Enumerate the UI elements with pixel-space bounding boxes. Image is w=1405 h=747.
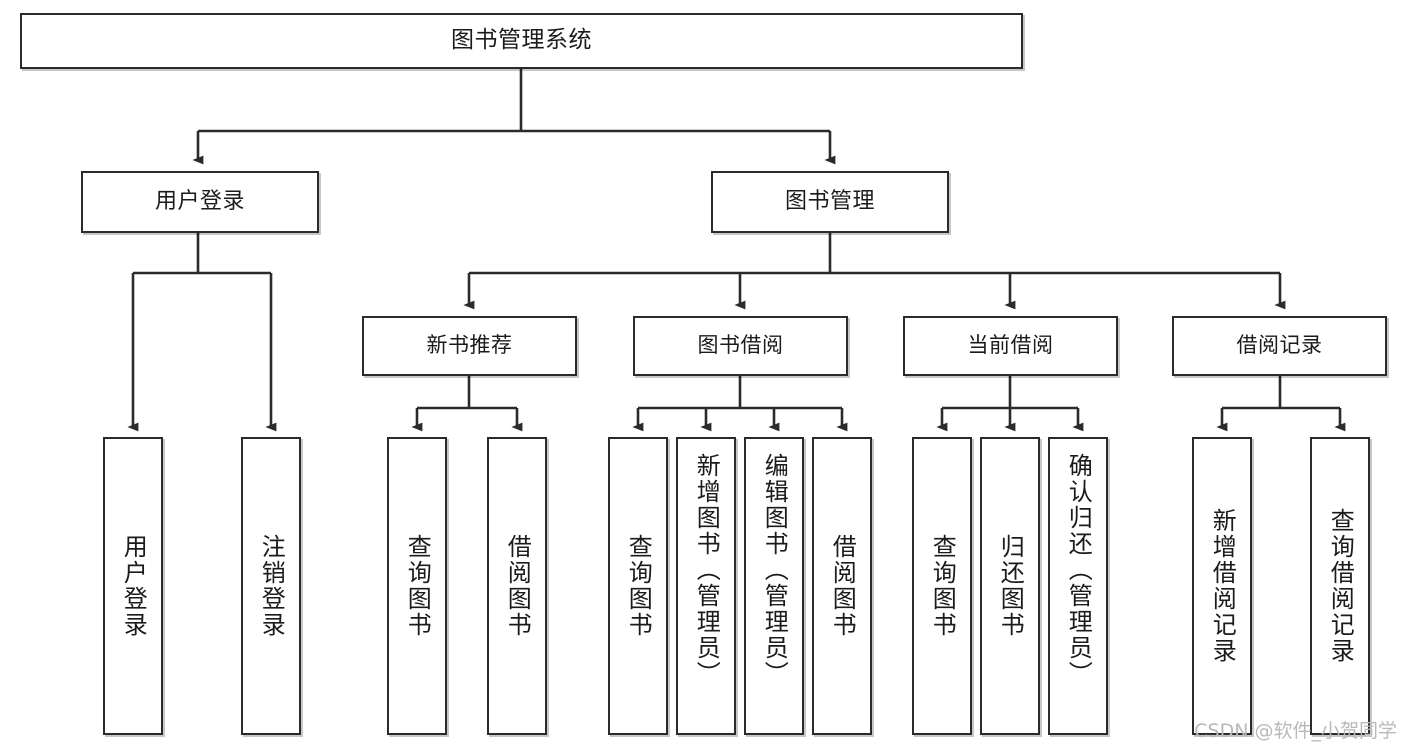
node-book-management[interactable]: 图书管理 xyxy=(711,171,949,233)
node-user-login-label: 用户登录 xyxy=(154,188,245,214)
node-book-borrow-label: 图书借阅 xyxy=(697,333,784,358)
node-leaf-edit-book[interactable]: 编辑图书（管理员） xyxy=(744,437,804,735)
node-leaf-user-login[interactable]: 用户登录 xyxy=(103,437,163,735)
node-borrow-record[interactable]: 借阅记录 xyxy=(1172,316,1387,376)
node-leaf-borrow-book-1-label: 借阅图书 xyxy=(503,534,532,638)
node-root-label: 图书管理系统 xyxy=(451,27,592,54)
node-leaf-query-book-1-label: 查询图书 xyxy=(403,534,432,638)
node-leaf-logout-label: 注销登录 xyxy=(257,534,286,638)
node-leaf-confirm-return-label: 确认归还（管理员） xyxy=(1064,453,1093,687)
node-leaf-confirm-return[interactable]: 确认归还（管理员） xyxy=(1048,437,1108,735)
node-leaf-user-login-label: 用户登录 xyxy=(119,534,148,638)
node-leaf-add-record[interactable]: 新增借阅记录 xyxy=(1192,437,1252,735)
node-leaf-borrow-book-2[interactable]: 借阅图书 xyxy=(812,437,872,735)
node-root[interactable]: 图书管理系统 xyxy=(20,13,1023,69)
node-leaf-return-book[interactable]: 归还图书 xyxy=(980,437,1040,735)
node-leaf-query-book-2-label: 查询图书 xyxy=(624,534,653,638)
node-leaf-add-record-label: 新增借阅记录 xyxy=(1208,508,1237,664)
node-book-management-label: 图书管理 xyxy=(784,188,875,214)
node-leaf-query-book-2[interactable]: 查询图书 xyxy=(608,437,668,735)
node-borrow-record-label: 借阅记录 xyxy=(1236,333,1323,358)
node-leaf-borrow-book-2-label: 借阅图书 xyxy=(828,534,857,638)
node-leaf-borrow-book-1[interactable]: 借阅图书 xyxy=(487,437,547,735)
node-leaf-return-book-label: 归还图书 xyxy=(996,534,1025,638)
node-leaf-logout[interactable]: 注销登录 xyxy=(241,437,301,735)
node-leaf-query-book-1[interactable]: 查询图书 xyxy=(387,437,447,735)
node-new-book-recommend-label: 新书推荐 xyxy=(426,333,513,358)
node-leaf-add-book[interactable]: 新增图书（管理员） xyxy=(676,437,736,735)
node-current-borrow-label: 当前借阅 xyxy=(967,333,1054,358)
node-new-book-recommend[interactable]: 新书推荐 xyxy=(362,316,577,376)
node-current-borrow[interactable]: 当前借阅 xyxy=(903,316,1118,376)
node-leaf-query-book-3-label: 查询图书 xyxy=(928,534,957,638)
node-leaf-query-record[interactable]: 查询借阅记录 xyxy=(1310,437,1370,735)
node-leaf-add-book-label: 新增图书（管理员） xyxy=(692,453,721,687)
watermark: CSDN @软件_小贺同学 xyxy=(1194,720,1397,742)
node-user-login[interactable]: 用户登录 xyxy=(81,171,319,233)
node-book-borrow[interactable]: 图书借阅 xyxy=(633,316,848,376)
node-leaf-edit-book-label: 编辑图书（管理员） xyxy=(760,453,789,687)
node-leaf-query-record-label: 查询借阅记录 xyxy=(1326,508,1355,664)
node-leaf-query-book-3[interactable]: 查询图书 xyxy=(912,437,972,735)
